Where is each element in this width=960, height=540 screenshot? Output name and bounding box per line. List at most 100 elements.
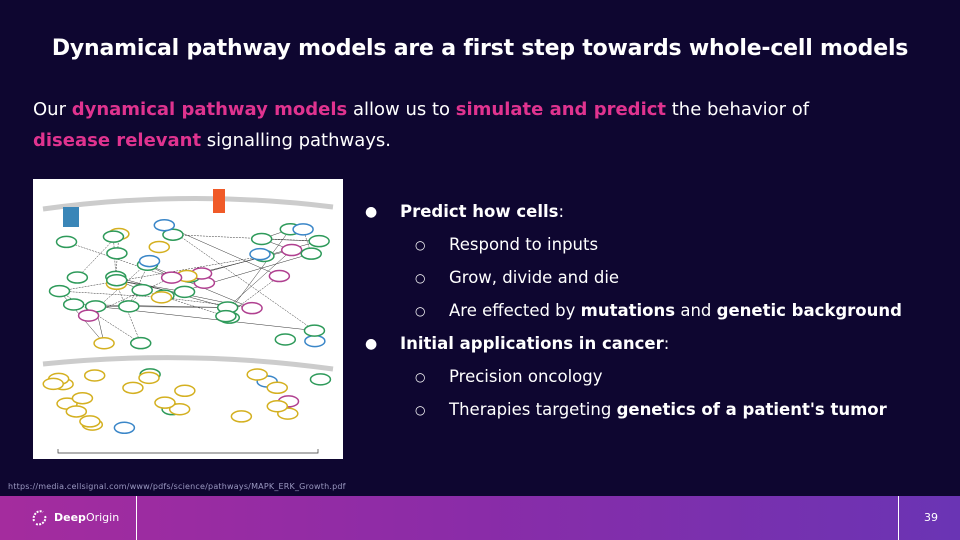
sub-bullet-text: and: [675, 301, 717, 320]
footer-divider: [898, 496, 899, 540]
sub-bullet-text: Precision oncology: [449, 367, 603, 386]
pathway-node: [174, 384, 196, 398]
pathway-node: [292, 223, 314, 236]
pathway-node: [300, 247, 322, 260]
pathway-node: [241, 301, 263, 315]
footer-divider: [136, 496, 137, 540]
pathway-node: [65, 405, 88, 418]
pathway-node: [138, 371, 160, 385]
sub-bullet-text: Grow, divide and die: [449, 268, 620, 287]
pathway-edge: [59, 290, 162, 298]
bullet-circle-icon: ○: [415, 271, 426, 285]
pathway-node: [168, 402, 191, 416]
pathway-edge: [164, 224, 315, 331]
intro-text: signalling pathways.: [201, 130, 392, 151]
sub-bullet-item: ○Precision oncology: [365, 363, 902, 396]
pathway-edge: [227, 249, 292, 308]
receptor: [213, 189, 225, 213]
bullet-bold: Initial applications in cancer: [400, 334, 664, 353]
nuclear-membrane: [42, 355, 334, 372]
pathway-node: [106, 247, 128, 260]
intro-text: the behavior of: [666, 99, 810, 120]
pathway-node: [71, 391, 94, 405]
intro-paragraph: Our dynamical pathway models allow us to…: [33, 94, 931, 156]
sub-bullet-text: mutations: [580, 301, 676, 320]
pathway-node: [122, 381, 144, 395]
pathway-node: [304, 334, 326, 348]
deeporigin-logo: DeepOrigin: [30, 507, 119, 527]
pathway-node: [83, 369, 106, 382]
pathway-node: [77, 309, 100, 322]
pathway-node: [79, 415, 101, 428]
pathway-edge: [113, 236, 117, 277]
pathway-node: [274, 333, 297, 346]
pathway-node: [303, 324, 326, 337]
sub-bullet-item: ○ Therapies targeting genetics of a patie…: [365, 396, 902, 429]
bullet-dot-icon: ●: [365, 336, 378, 352]
pathway-node: [249, 247, 271, 261]
pathway-node: [250, 232, 273, 246]
pathway-node: [268, 269, 291, 283]
slide-title: Dynamical pathway models are a first ste…: [51, 36, 909, 61]
bullet-text: :: [558, 202, 565, 221]
pathway-node: [266, 381, 288, 395]
pathway-node: [153, 218, 176, 232]
pathway-edge: [116, 279, 185, 293]
sub-bullet-item: ○ Are effected by mutations and genetic b…: [365, 297, 902, 330]
intro-highlight: dynamical pathway models: [71, 99, 348, 120]
bullet-circle-icon: ○: [415, 238, 426, 252]
pathway-edge: [225, 275, 280, 317]
sub-bullet-text: Are effected by: [449, 301, 581, 320]
pathway-node: [62, 298, 85, 311]
bullet-item: ● Initial applications in cancer:: [365, 330, 902, 363]
pathway-node: [113, 421, 136, 435]
logo-text-bold: Deep: [54, 510, 86, 524]
pathway-diagram-image: [33, 179, 343, 459]
pathway-node: [215, 309, 237, 323]
bullet-dot-icon: ●: [365, 204, 378, 220]
pathway-diagram: [42, 189, 334, 454]
logo-icon: [32, 510, 47, 526]
bullet-circle-icon: ○: [415, 403, 426, 417]
sub-bullet-text: genetic background: [716, 301, 902, 320]
pathway-node: [131, 283, 153, 297]
pathway-node: [129, 336, 152, 350]
bullet-text: :: [663, 334, 670, 353]
pathway-node: [55, 235, 78, 249]
pathway-edge: [128, 260, 150, 307]
logo-text: Origin: [85, 510, 120, 524]
pathway-edge: [66, 241, 172, 278]
intro-highlight: simulate and predict: [455, 99, 667, 120]
intro-highlight: disease relevant: [33, 130, 202, 151]
pathway-node: [102, 230, 125, 243]
bullet-list: ● Predict how cells: ○ Respond to inputs ○ Gr…: [365, 198, 902, 429]
bullet-item: ● Predict how cells:: [365, 198, 902, 231]
bullet-circle-icon: ○: [415, 304, 426, 318]
sub-bullet-item: ○ Grow, divide and die: [365, 264, 902, 297]
intro-text: Our: [33, 99, 72, 120]
footer-bar: DeepOrigin 39: [0, 496, 960, 540]
sub-bullet-text: genetics of a patient's tumor: [616, 400, 887, 419]
pathway-node: [66, 271, 89, 284]
pathway-node: [173, 285, 196, 299]
pathway-edge: [116, 283, 141, 344]
bullet-bold: Predict how cells: [400, 202, 559, 221]
sub-bullet-text: Respond to inputs: [449, 235, 599, 254]
membrane: [42, 196, 334, 212]
pathway-node: [230, 410, 253, 423]
pathway-edge: [95, 306, 228, 308]
pathway-node: [162, 228, 184, 241]
sub-bullet-text: Therapies targeting: [449, 400, 617, 419]
pathway-node: [309, 373, 332, 386]
pathway-node: [154, 396, 176, 409]
pathway-node: [160, 271, 183, 284]
pathway-node: [118, 300, 140, 313]
receptor: [63, 207, 79, 227]
pathway-node: [48, 284, 71, 298]
pathway-node: [105, 273, 128, 287]
pathway-node: [93, 336, 115, 350]
bracket: [57, 449, 319, 454]
pathway-edge: [59, 255, 264, 292]
figure-source-url: https://media.cellsignal.com/www/pdfs/sc…: [8, 482, 346, 491]
intro-text: allow us to: [347, 99, 456, 120]
